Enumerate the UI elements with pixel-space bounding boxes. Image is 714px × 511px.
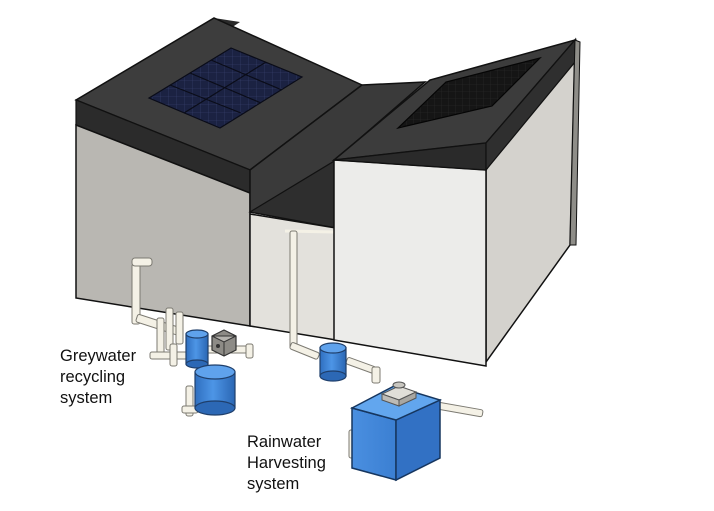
greywater-storage-tank bbox=[194, 364, 236, 416]
right-building-front-wall bbox=[333, 159, 487, 367]
left-building bbox=[74, 17, 364, 327]
greywater-system bbox=[131, 257, 254, 417]
greywater-label-line-3: system bbox=[60, 389, 113, 407]
solar-panel-array bbox=[147, 47, 304, 129]
rainwater-system bbox=[289, 230, 484, 482]
rainwater-label: Rainwater Harvesting system bbox=[247, 432, 326, 495]
rooftop-panel bbox=[396, 56, 542, 130]
right-building bbox=[331, 37, 581, 367]
rainwater-label-line-1: Rainwater bbox=[247, 433, 322, 451]
rainwater-storage-tank bbox=[349, 381, 443, 482]
greywater-label-line-1: Greywater bbox=[60, 347, 137, 365]
rainwater-label-line-2: Harvesting bbox=[247, 454, 326, 472]
greywater-label: Greywater recycling system bbox=[60, 346, 136, 409]
greywater-label-line-2: recycling bbox=[60, 368, 126, 386]
rainwater-label-line-3: system bbox=[247, 475, 300, 493]
rainwater-filter-tank bbox=[319, 342, 347, 382]
greywater-filter-tank bbox=[185, 329, 209, 369]
greywater-pump bbox=[211, 329, 237, 357]
